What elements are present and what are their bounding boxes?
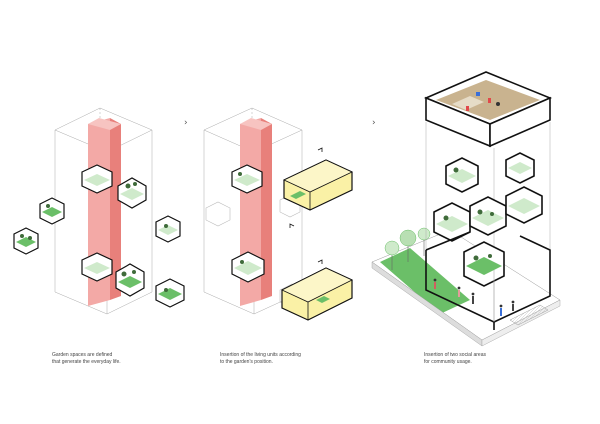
panel-1-garden-pod-g (115, 263, 145, 297)
panel-3-trees (384, 227, 431, 270)
panel-1-garden-pod-f (81, 252, 113, 282)
panel-3-garden-pod-c (433, 202, 471, 242)
panel-1-garden-pod-e (155, 215, 181, 243)
panel-2-garden-pod-upper (231, 164, 263, 194)
panel-3-diagram (371, 71, 561, 347)
panel-1-garden-pod-d (13, 227, 39, 255)
panel-1-garden-pod-b (117, 177, 147, 209)
step-arrow-2: › (372, 118, 376, 128)
panel-1-garden-pod-c (39, 197, 65, 225)
panel-1-caption: Garden spaces are defined that generate … (52, 352, 121, 365)
panel-2-living-unit-upper (283, 159, 353, 211)
panel-2-garden-pod-lower (231, 251, 265, 283)
panel-2-insert-arrows (289, 147, 323, 264)
panel-3-garden-pod-f (463, 241, 505, 287)
panel-3-people (433, 278, 515, 316)
panel-3-garden-pod-b (505, 152, 535, 184)
panel-1-garden-pod-h (155, 278, 185, 308)
panel-2-caption: Insertion of the living units according … (220, 352, 301, 365)
step-arrow-1: › (184, 118, 188, 128)
panel-3-garden-pod-e (505, 186, 543, 224)
panel-3-ground (371, 229, 561, 347)
panel-1-garden-pod-a (81, 164, 113, 194)
panel-3-social-area-top (423, 71, 553, 148)
panel-3-caption: Insertion of two social areas for commun… (424, 352, 486, 365)
panel-3-garden-pod-d (469, 196, 507, 236)
panel-2-living-unit-lower (281, 267, 353, 321)
panel-3-garden-pod-a (445, 157, 479, 193)
panel-1-diagram (13, 107, 185, 315)
panel-3-social-area-bottom (425, 231, 551, 330)
panel-2-diagram (203, 107, 353, 321)
